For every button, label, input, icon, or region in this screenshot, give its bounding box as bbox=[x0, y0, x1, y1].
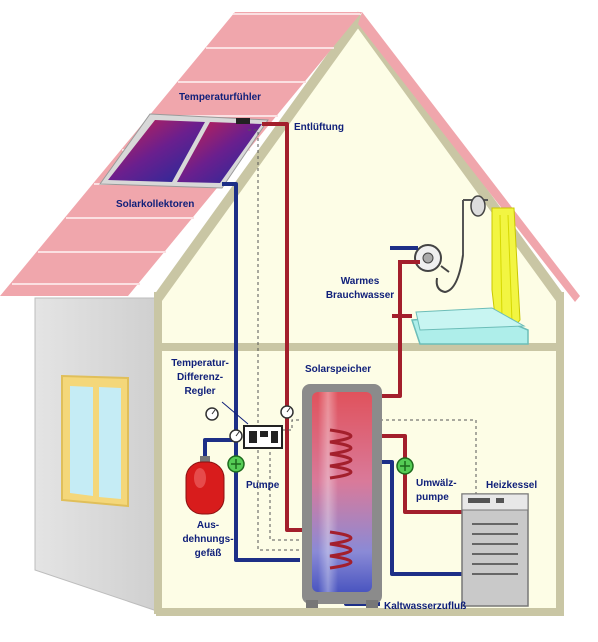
controller-label-line1: Temperatur- bbox=[171, 358, 229, 369]
controller-icon bbox=[243, 425, 283, 449]
gauge-icon bbox=[280, 405, 294, 419]
pump-icon bbox=[227, 455, 245, 473]
temperature-sensor-icon bbox=[236, 118, 250, 124]
circulation-pump-label-line1: Umwälz- bbox=[416, 478, 457, 489]
expansion-vessel-label-line1: Aus- bbox=[197, 520, 219, 531]
cold-water-inlet-label: Kaltwasserzufluß bbox=[384, 601, 466, 612]
gauge-icon-vessel bbox=[205, 407, 219, 421]
shower-curtain-icon bbox=[491, 207, 521, 333]
storage-tank-icon bbox=[302, 384, 382, 608]
bathtub-icon bbox=[410, 307, 529, 345]
controller-label-line2: Differenz- bbox=[177, 372, 223, 383]
gauge-icon-pump bbox=[229, 429, 243, 443]
solar-storage-label: Solarspeicher bbox=[305, 364, 371, 375]
warm-water-label-line1: Warmes bbox=[341, 276, 380, 287]
circulation-pump-icon bbox=[396, 457, 414, 475]
house-window bbox=[61, 374, 129, 508]
expansion-vessel-icon bbox=[185, 456, 225, 515]
controller-label-line3: Regler bbox=[184, 386, 215, 397]
circulation-pump-label-line2: pumpe bbox=[416, 492, 449, 503]
controller-leader-line bbox=[221, 401, 249, 425]
boiler-label: Heizkessel bbox=[486, 480, 537, 491]
expansion-vessel-label-line2: dehnungs- bbox=[182, 534, 233, 545]
pump-label: Pumpe bbox=[246, 480, 280, 491]
solar-collector-icon bbox=[99, 113, 269, 189]
warm-water-label-line2: Brauchwasser bbox=[326, 290, 394, 301]
expansion-vessel-label-line3: gefäß bbox=[195, 548, 222, 559]
solar-collectors-label: Solarkollektoren bbox=[116, 199, 194, 210]
temperature-sensor-label: Temperaturfühler bbox=[179, 92, 261, 103]
boiler-icon bbox=[461, 493, 529, 607]
vent-label: Entlüftung bbox=[294, 122, 344, 133]
shower-icon bbox=[414, 195, 488, 294]
